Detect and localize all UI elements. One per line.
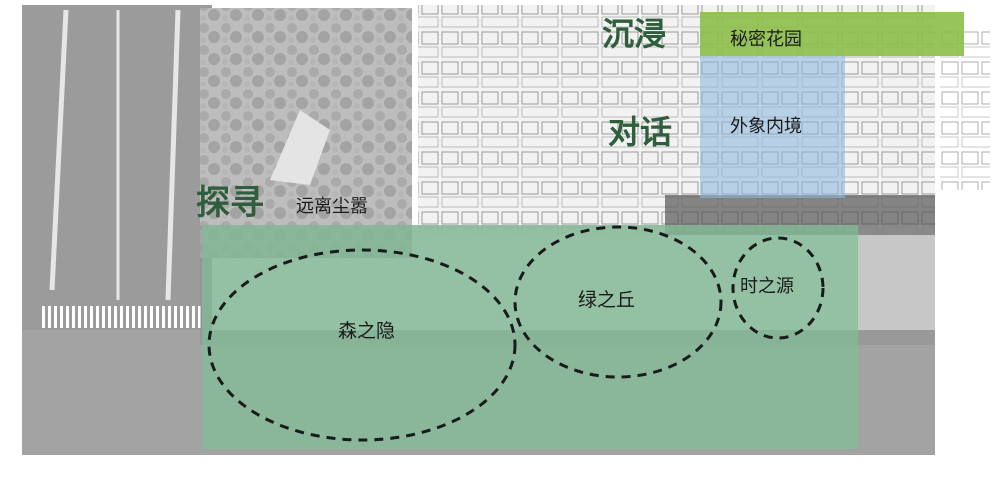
label-time-source: 时之源 xyxy=(740,276,794,297)
label-immerse: 沉浸 xyxy=(602,15,666,53)
right-buildings xyxy=(940,30,990,190)
lane-line-3 xyxy=(165,9,181,301)
time-source-ellipse xyxy=(731,236,825,340)
clearing xyxy=(270,110,330,185)
crosswalk xyxy=(42,306,202,328)
label-outer-inner: 外象内境 xyxy=(730,116,802,137)
label-secret-garden: 秘密花园 xyxy=(730,29,802,50)
label-green-hill: 绿之丘 xyxy=(578,289,635,311)
forest-hidden-ellipse xyxy=(207,248,517,442)
label-explore: 探寻 xyxy=(196,183,264,223)
green-hill-ellipse xyxy=(513,225,723,379)
label-far-from-dust: 远离尘嚣 xyxy=(296,196,368,217)
lane-line-1 xyxy=(49,9,69,291)
label-dialogue: 对话 xyxy=(608,113,672,151)
secret-garden-overlay xyxy=(700,12,964,56)
inner-blue-overlay xyxy=(700,56,845,198)
label-forest-hidden: 森之隐 xyxy=(338,320,395,342)
